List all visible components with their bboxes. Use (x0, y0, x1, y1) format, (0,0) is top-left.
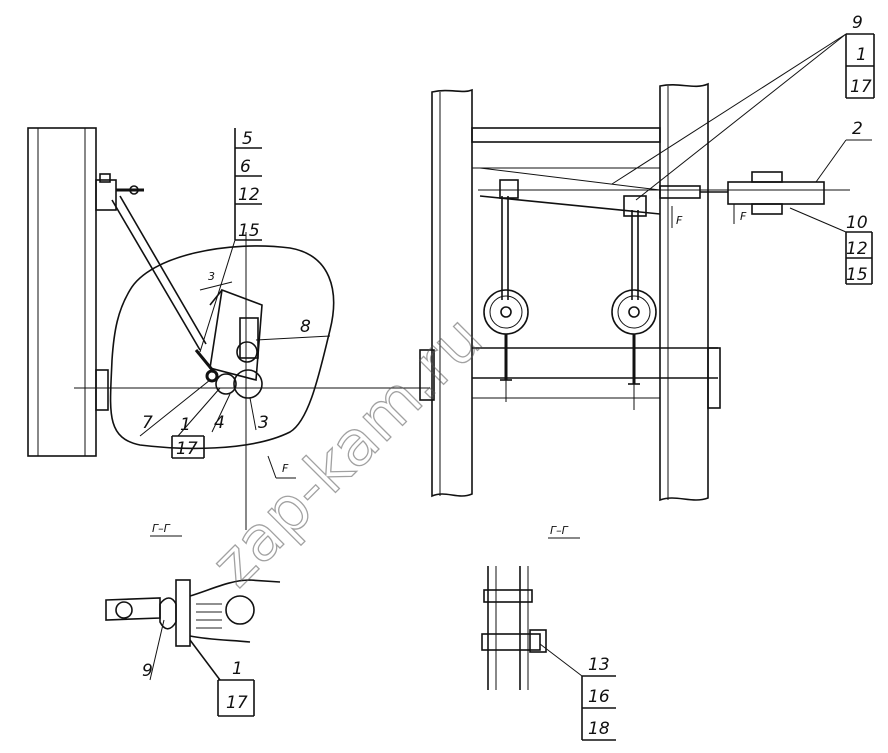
callout-7: 7 (142, 413, 153, 433)
callout-4: 4 (214, 413, 225, 433)
callout-1: 1 (180, 415, 191, 435)
callout-10: 10 (846, 213, 868, 233)
pin (175, 579, 191, 647)
watermark: zap-kam.ru (197, 302, 496, 601)
cable-diagonal (479, 195, 661, 215)
right-view: 9 1 17 2 10 12 15 F F Г–Г (419, 13, 875, 539)
detail-callout-13: 13 (588, 655, 610, 675)
lever-assembly (194, 288, 263, 399)
cable-block-left (499, 179, 519, 199)
link-rod-edge (119, 195, 207, 345)
callout-15-right: 15 (846, 265, 868, 285)
detail-callout-1: 1 (232, 659, 243, 679)
callout-9-top: 9 (852, 13, 863, 33)
detail-callout-16: 16 (588, 687, 610, 707)
callout-2: 2 (852, 119, 863, 139)
actuator-cylinder (700, 171, 825, 215)
pulley-wheel-icon (483, 289, 529, 335)
callout-17: 17 (176, 439, 198, 459)
callout-8: 8 (300, 317, 311, 337)
chain-link-icon (628, 334, 640, 385)
link-rod (111, 199, 201, 351)
callout-12: 12 (238, 185, 260, 205)
frame-beam-right-a (431, 88, 473, 498)
callout-stack-detail-right: 13 16 18 (539, 643, 616, 741)
detail-callout-17: 17 (226, 693, 248, 713)
callout-12-right: 12 (846, 239, 868, 259)
callout-1-top: 1 (856, 45, 867, 65)
detail-callout-9: 9 (142, 661, 153, 681)
pulley-wheel-icon (611, 289, 657, 335)
callout-stack-left: 5 6 12 15 (199, 128, 262, 353)
callout-stack-right: 10 12 15 (789, 207, 873, 285)
arrow-label-right-2: F (740, 210, 747, 223)
arrow-label-right-1: F (676, 214, 683, 227)
arrow-label: F (282, 462, 289, 475)
frame-beam-left (27, 127, 97, 457)
bracket-lower (95, 369, 109, 411)
callout-stack-top: 9 1 17 (611, 13, 875, 201)
detail-callout-18: 18 (588, 719, 610, 739)
callout-3: 3 (258, 413, 269, 433)
callout-5: 5 (242, 129, 253, 149)
label-3-upper: 3 (208, 270, 215, 283)
chain-link-icon (500, 334, 512, 381)
crossbar-top (471, 127, 661, 143)
section-mark-left: Г–Г (152, 522, 171, 535)
callout-15: 15 (238, 221, 260, 241)
detail-left: 9 1 17 (105, 579, 281, 717)
cable-block-right (623, 195, 647, 217)
bracket-icon (95, 173, 144, 211)
callout-17-top: 17 (850, 77, 872, 97)
frame-beam-right-b (659, 82, 709, 502)
callout-6: 6 (240, 157, 251, 177)
detail-outline (109, 245, 335, 450)
detail-right: 13 16 18 (481, 566, 616, 741)
section-mark-right: Г–Г (550, 524, 569, 537)
left-view: 5 6 12 15 3 8 7 1 17 4 3 F Г–Г (27, 127, 430, 537)
